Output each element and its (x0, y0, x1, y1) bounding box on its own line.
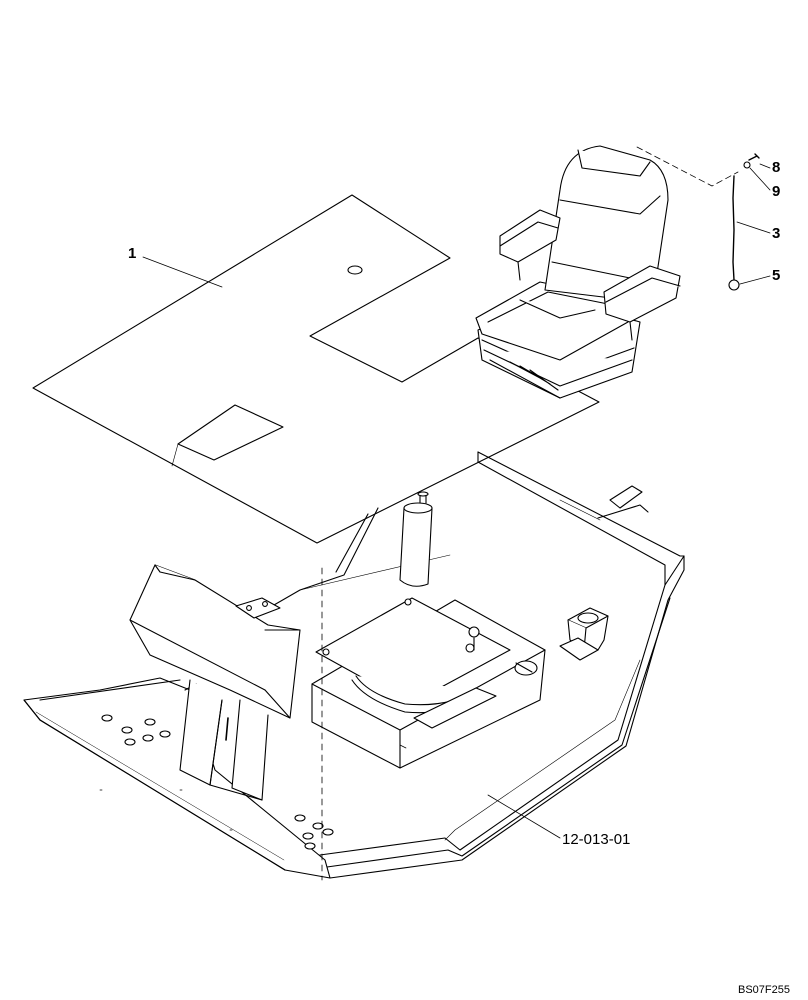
callout-5: 5 (772, 267, 781, 284)
mat-cutout (177, 404, 284, 461)
callout-9: 9 (772, 183, 781, 200)
cab-floor (23, 451, 685, 879)
floor-mat (32, 194, 600, 544)
ball-shape (728, 279, 740, 291)
callout-8: 8 (772, 159, 781, 176)
cylinder (399, 491, 433, 587)
washer-shape (743, 161, 751, 169)
control-console (129, 564, 301, 801)
mat-hole (347, 265, 363, 275)
lanyard-assembly (728, 153, 760, 291)
screw-shape (748, 153, 760, 161)
operator-seat (475, 145, 681, 399)
floor-holes (101, 714, 334, 850)
reference-label: 12-013-01 (562, 831, 631, 848)
seat-base-box (311, 597, 546, 769)
callout-3: 3 (772, 225, 781, 242)
leader-lines (142, 163, 771, 839)
lanyard-cord (732, 175, 735, 281)
callout-1: 1 (128, 245, 137, 262)
cup-bracket (559, 607, 609, 661)
drawing-code: BS07F255 (738, 984, 790, 996)
attachment-leader (636, 146, 739, 187)
